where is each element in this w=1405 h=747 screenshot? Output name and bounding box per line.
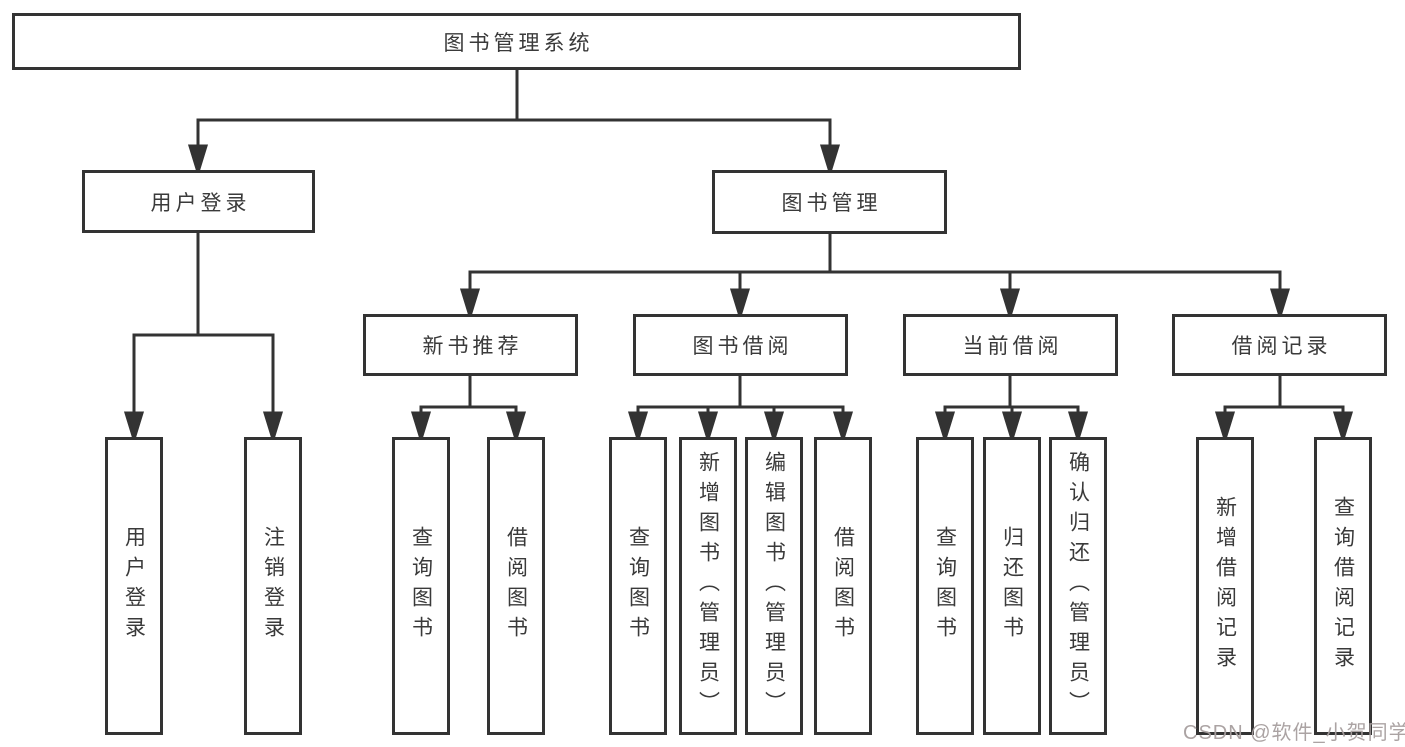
- leaf-add-borrow-record: 新增借阅记录: [1196, 437, 1254, 735]
- node-borrow-records-label: 借阅记录: [1231, 335, 1332, 358]
- leaf-user-login: 用户登录: [105, 437, 163, 735]
- node-book-borrow: 图书借阅: [633, 314, 848, 376]
- leaf-edit-book-admin: 编辑图书（管理员）: [745, 437, 803, 735]
- node-root: 图书管理系统: [12, 13, 1021, 70]
- node-book-management: 图书管理: [712, 170, 947, 234]
- node-current-borrow-label: 当前借阅: [962, 335, 1063, 358]
- leaf-query-borrow-record-label: 查询借阅记录: [1331, 496, 1355, 676]
- leaf-borrow-book-recommend-label: 借阅图书: [504, 526, 528, 646]
- leaf-logout: 注销登录: [244, 437, 302, 735]
- leaf-confirm-return-admin: 确认归还（管理员）: [1049, 437, 1107, 735]
- leaf-query-book-recommend: 查询图书: [392, 437, 450, 735]
- leaf-query-book-current-label: 查询图书: [933, 526, 957, 646]
- leaf-return-book-label: 归还图书: [1000, 526, 1024, 646]
- leaf-edit-book-admin-label: 编辑图书（管理员）: [762, 451, 786, 721]
- leaf-query-book-current: 查询图书: [916, 437, 974, 735]
- leaf-return-book: 归还图书: [983, 437, 1041, 735]
- leaf-query-borrow-record: 查询借阅记录: [1314, 437, 1372, 735]
- node-borrow-records: 借阅记录: [1172, 314, 1387, 376]
- leaf-add-borrow-record-label: 新增借阅记录: [1213, 496, 1237, 676]
- node-user-login: 用户登录: [82, 170, 315, 233]
- leaf-borrow-book-recommend: 借阅图书: [487, 437, 545, 735]
- leaf-borrow-book-borrow: 借阅图书: [814, 437, 872, 735]
- node-new-book-recommend-label: 新书推荐: [422, 335, 523, 358]
- leaf-add-book-admin-label: 新增图书（管理员）: [696, 451, 720, 721]
- node-current-borrow: 当前借阅: [903, 314, 1118, 376]
- node-user-login-label: 用户登录: [150, 191, 251, 215]
- node-new-book-recommend: 新书推荐: [363, 314, 578, 376]
- node-book-management-label: 图书管理: [781, 192, 882, 215]
- leaf-query-book-borrow: 查询图书: [609, 437, 667, 735]
- leaf-add-book-admin: 新增图书（管理员）: [679, 437, 737, 735]
- watermark-text: CSDN @软件_小贺同学: [1183, 722, 1405, 744]
- node-root-label: 图书管理系统: [443, 31, 594, 55]
- leaf-query-book-borrow-label: 查询图书: [626, 526, 650, 646]
- leaf-user-login-label: 用户登录: [122, 526, 146, 646]
- leaf-query-book-recommend-label: 查询图书: [409, 526, 433, 646]
- leaf-confirm-return-admin-label: 确认归还（管理员）: [1066, 451, 1090, 721]
- leaf-logout-label: 注销登录: [261, 526, 285, 646]
- node-book-borrow-label: 图书借阅: [692, 335, 793, 358]
- leaf-borrow-book-borrow-label: 借阅图书: [831, 526, 855, 646]
